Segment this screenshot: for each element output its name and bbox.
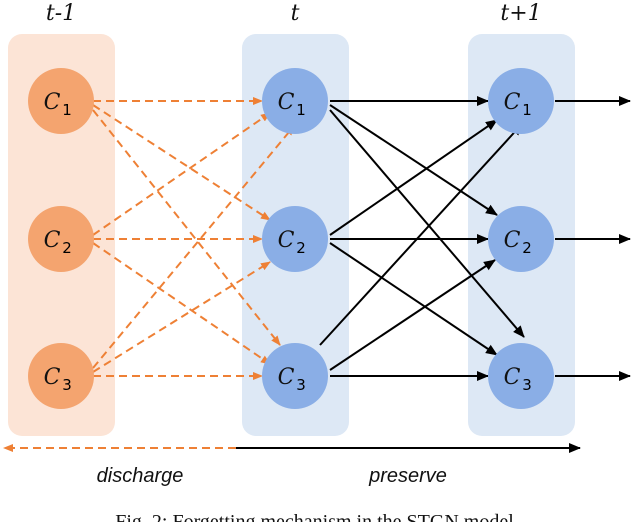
node-c2-t: C 2: [262, 206, 328, 272]
svg-text:C: C: [278, 90, 295, 115]
svg-text:C: C: [504, 365, 521, 390]
time-label-t: t: [291, 1, 300, 26]
svg-text:C: C: [504, 90, 521, 115]
figure-caption: Fig. 2: Forgetting mechanism in the STGN…: [115, 511, 519, 522]
discharge-edges: [92, 97, 295, 380]
svg-text:C: C: [44, 228, 61, 253]
svg-text:2: 2: [296, 239, 306, 257]
node-c1-t: C 1: [262, 68, 328, 134]
svg-text:3: 3: [522, 376, 532, 394]
svg-text:C: C: [44, 90, 61, 115]
svg-text:2: 2: [522, 239, 532, 257]
edge-c1-c3-solid: [329, 109, 525, 338]
node-c3-t-plus-1: C 3: [488, 343, 554, 409]
node-c3-t-minus-1: C 3: [28, 343, 94, 409]
svg-text:2: 2: [62, 239, 72, 257]
edge-c2-c3-solid: [329, 242, 498, 356]
node-c2-t-minus-1: C 2: [28, 206, 94, 272]
node-c3-t: C 3: [262, 343, 328, 409]
edge-c3-c2-dashed: [92, 261, 271, 373]
discharge-label: discharge: [97, 465, 184, 487]
svg-text:1: 1: [62, 101, 72, 119]
edge-c1-c3-dashed: [92, 109, 281, 346]
preserve-edges: [319, 96, 631, 381]
edge-c1-c2-dashed: [92, 104, 271, 221]
svg-text:1: 1: [296, 101, 306, 119]
svg-text:C: C: [504, 228, 521, 253]
svg-text:3: 3: [62, 376, 72, 394]
svg-text:1: 1: [522, 101, 532, 119]
edge-c1-c2-solid: [329, 104, 498, 216]
edge-c3-c1-dashed: [92, 125, 295, 369]
edge-c3-c2-solid: [329, 259, 496, 371]
svg-text:C: C: [278, 228, 295, 253]
time-label-t-plus-1: t+1: [500, 1, 541, 26]
time-label-t-minus-1: t-1: [46, 1, 76, 26]
svg-text:C: C: [278, 365, 295, 390]
node-c1-t-plus-1: C 1: [488, 68, 554, 134]
edge-c2-c1-solid: [329, 119, 498, 236]
edge-c2-c3-dashed: [92, 242, 271, 365]
svg-text:C: C: [44, 365, 61, 390]
preserve-label: preserve: [368, 465, 447, 487]
svg-text:3: 3: [296, 376, 306, 394]
edge-c2-c1-dashed: [92, 112, 271, 236]
node-c2-t-plus-1: C 2: [488, 206, 554, 272]
node-c1-t-minus-1: C 1: [28, 68, 94, 134]
edge-c3-c1-solid: [319, 123, 523, 346]
